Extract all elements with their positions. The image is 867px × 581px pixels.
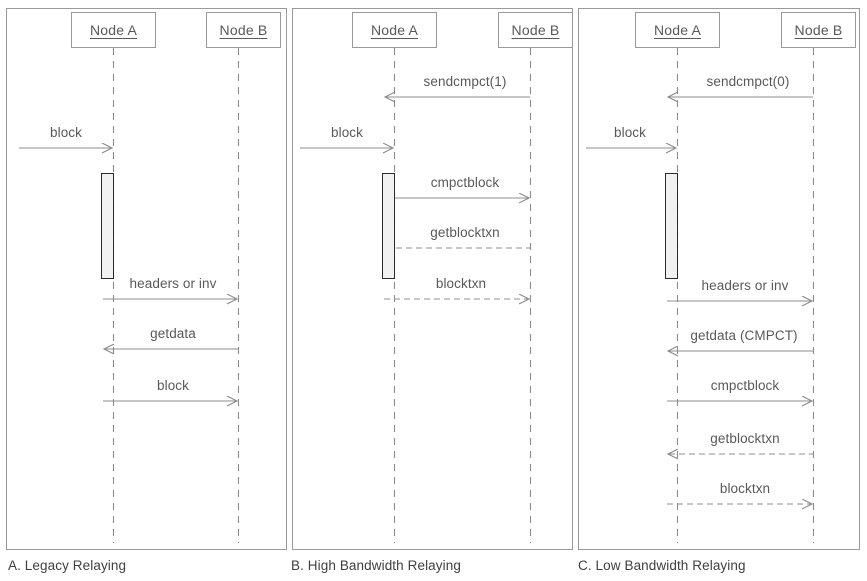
actor-label: Node B [511,22,560,38]
message-label-getblocktxn: getblocktxn [430,225,500,240]
actor-label: Node A [653,22,702,38]
message-label-headers-or-inv: headers or inv [701,278,789,293]
panel-c-lines [586,48,815,543]
message-label-sendcmpct: sendcmpct(1) [423,74,507,89]
message-label-getblocktxn: getblocktxn [710,431,780,446]
message-label-blocktxn: blocktxn [719,481,771,496]
panel-low-bandwidth-relaying: Node A Node B sendcmpct(0) block headers… [578,8,860,550]
actor-box-node-a: Node A [71,12,156,48]
actor-label: Node B [794,22,843,38]
panel-a-lines [19,48,240,543]
actor-label: Node A [89,22,138,38]
message-label-getdata-cmpct: getdata (CMPCT) [690,328,798,343]
activation-bar-node-a [665,173,678,279]
message-label-block-in: block [613,125,647,140]
message-label-cmpctblock: cmpctblock [710,378,780,393]
message-label-cmpctblock: cmpctblock [430,175,500,190]
panel-legacy-relaying: Node A Node B block headers or inv getda… [6,8,287,550]
panel-high-bandwidth-relaying: Node A Node B sendcmpct(1) block cmpctbl… [292,8,573,550]
actor-box-node-b: Node B [206,12,281,48]
activation-bar-node-a [101,173,114,279]
panel-a-caption: A. Legacy Relaying [8,558,127,573]
message-label-block-in: block [330,125,364,140]
actor-box-node-b: Node B [498,12,573,48]
panel-c-caption: C. Low Bandwidth Relaying [578,558,746,573]
message-label-block-out: block [156,378,190,393]
message-label-blocktxn: blocktxn [435,276,487,291]
panel-b-lines [300,48,532,543]
activation-bar-node-a [382,173,395,279]
message-label-headers-or-inv: headers or inv [129,276,217,291]
actor-box-node-a: Node A [635,12,720,48]
message-label-block-in: block [49,125,83,140]
actor-label: Node B [219,22,268,38]
panel-b-caption: B. High Bandwidth Relaying [291,558,461,573]
message-label-getdata: getdata [150,326,196,341]
actor-box-node-a: Node A [352,12,437,48]
actor-box-node-b: Node B [781,12,856,48]
actor-label: Node A [370,22,419,38]
message-label-sendcmpct: sendcmpct(0) [706,74,790,89]
